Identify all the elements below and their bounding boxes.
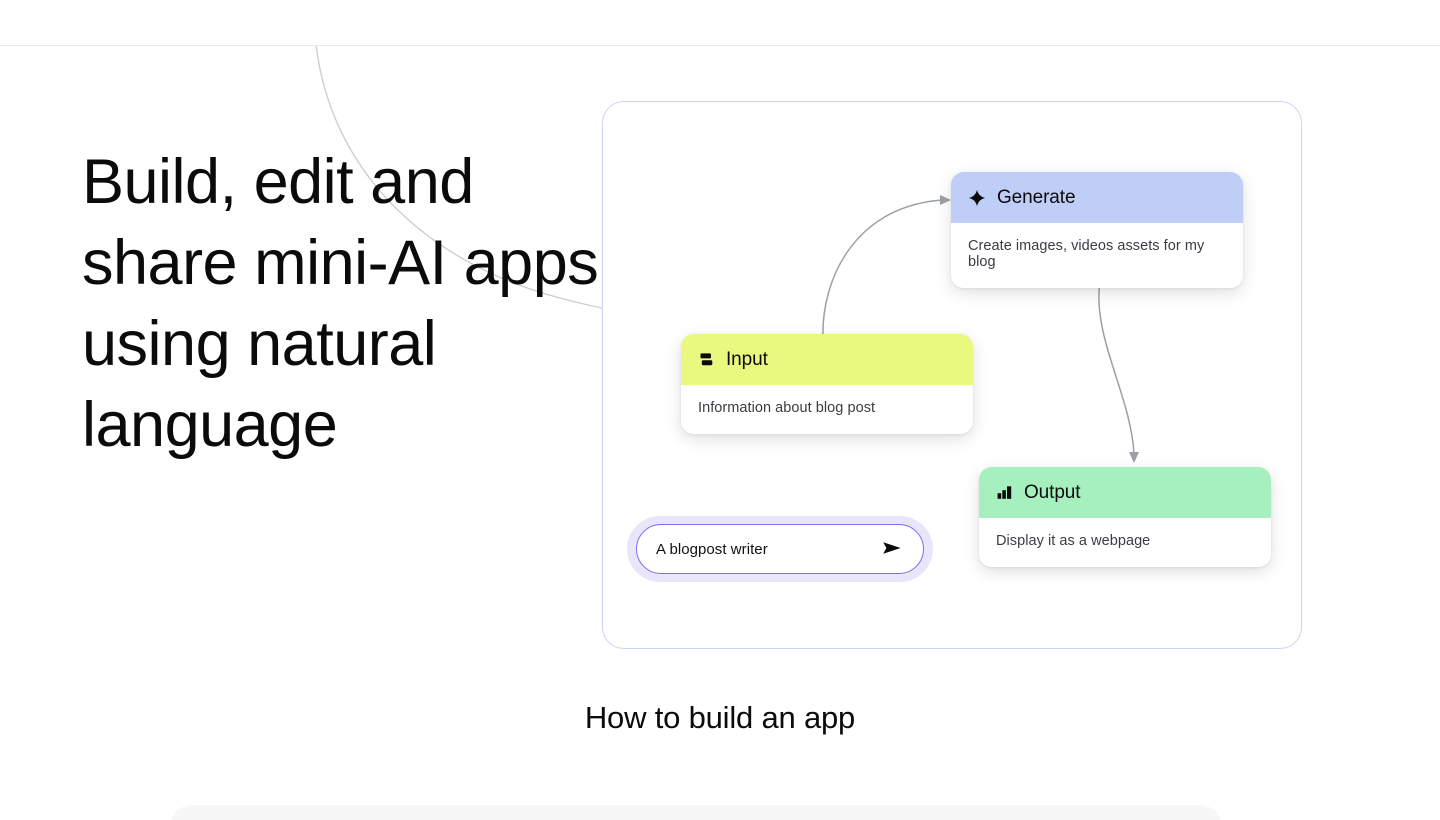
prompt-input-value[interactable]: A blogpost writer xyxy=(656,540,768,558)
node-header-generate: Generate xyxy=(951,172,1243,223)
top-navigation-bar xyxy=(0,0,1440,46)
node-title-generate: Generate xyxy=(997,186,1076,208)
page-headline: Build, edit and share mini-AI apps using… xyxy=(82,147,599,460)
send-arrow-icon xyxy=(881,539,903,560)
node-card-generate[interactable]: Generate Create images, videos assets fo… xyxy=(951,172,1243,288)
app-builder-canvas: Input Information about blog post Genera… xyxy=(602,101,1302,649)
node-card-input[interactable]: Input Information about blog post xyxy=(681,334,973,434)
prompt-input-halo: A blogpost writer xyxy=(627,516,933,582)
section-heading-how-to-build: How to build an app xyxy=(584,700,856,735)
node-title-output: Output xyxy=(1024,481,1081,503)
sparkle-icon xyxy=(968,189,986,207)
hero-section: Build, edit and share mini-AI apps using… xyxy=(0,46,1440,666)
node-description-output: Display it as a webpage xyxy=(979,518,1271,567)
node-header-input: Input xyxy=(681,334,973,385)
rows-icon xyxy=(698,351,715,368)
node-description-generate: Create images, videos assets for my blog xyxy=(951,223,1243,288)
bar-chart-icon xyxy=(996,484,1013,501)
node-description-input: Information about blog post xyxy=(681,385,973,434)
node-header-output: Output xyxy=(979,467,1271,518)
node-title-input: Input xyxy=(726,348,768,370)
node-card-output[interactable]: Output Display it as a webpage xyxy=(979,467,1271,567)
how-to-build-panel xyxy=(170,805,1222,820)
send-prompt-button[interactable] xyxy=(879,536,905,562)
prompt-input-pill[interactable]: A blogpost writer xyxy=(636,524,924,574)
